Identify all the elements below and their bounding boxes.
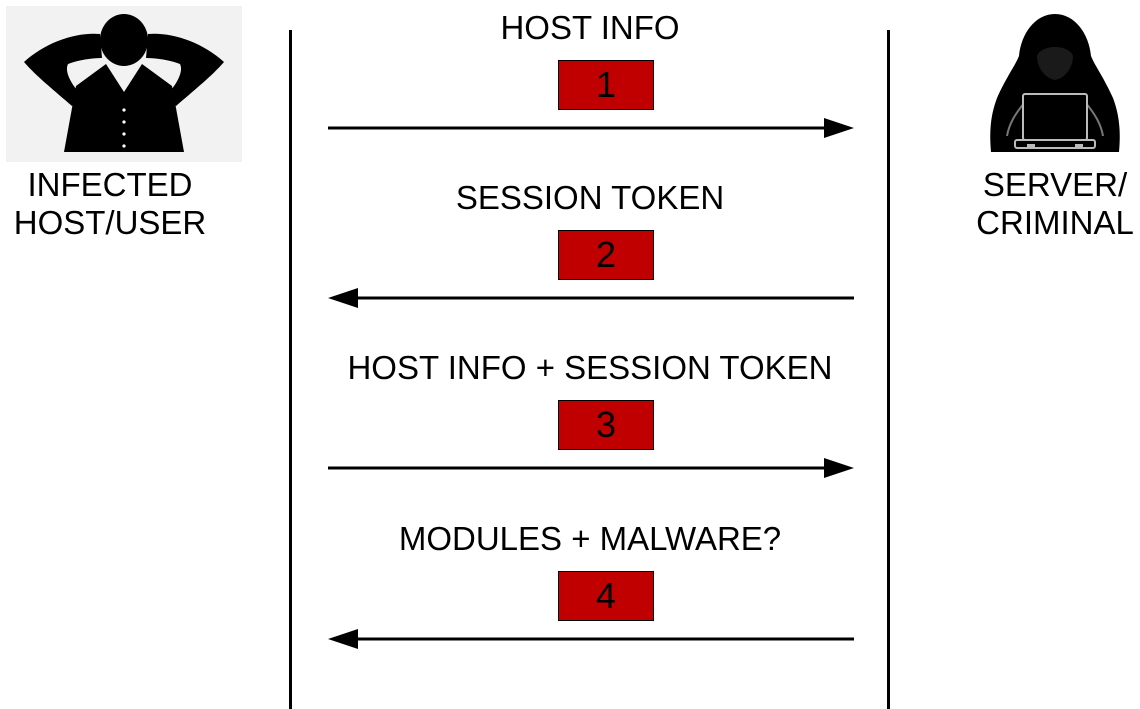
infected-host-label: INFECTED HOST/USER [0, 166, 228, 242]
server-criminal-lifeline [887, 30, 890, 709]
right-arrow-icon [328, 118, 854, 138]
step-number-box: 2 [558, 230, 654, 280]
message-session-token: SESSION TOKEN 2 [300, 178, 880, 328]
message-label: SESSION TOKEN [455, 179, 725, 216]
relaxed-person-silhouette-icon [6, 6, 242, 162]
left-arrow-icon [328, 288, 854, 308]
message-label: HOST INFO [500, 9, 680, 46]
message-host-info: HOST INFO 1 [300, 8, 880, 158]
message-label: MODULES + MALWARE? [398, 520, 782, 557]
server-criminal-label-line2: CRIMINAL [976, 204, 1134, 241]
server-criminal-label-line1: SERVER/ [982, 166, 1128, 203]
infected-host-lifeline [289, 30, 292, 709]
infected-host-actor: INFECTED HOST/USER [6, 6, 242, 242]
server-criminal-actor: SERVER/ CRIMINAL [970, 6, 1140, 242]
message-host-info-session-token: HOST INFO + SESSION TOKEN 3 [300, 348, 880, 498]
message-modules-malware: MODULES + MALWARE? 4 [300, 519, 880, 669]
hooded-hacker-laptop-icon [990, 14, 1120, 152]
infected-host-label-line1: INFECTED [27, 166, 193, 203]
step-number-box: 3 [558, 400, 654, 450]
step-number-box: 4 [558, 571, 654, 621]
right-arrow-icon [328, 458, 854, 478]
message-label: HOST INFO + SESSION TOKEN [347, 349, 833, 386]
left-arrow-icon [328, 629, 854, 649]
infected-host-label-line2: HOST/USER [13, 204, 207, 241]
step-number-box: 1 [558, 60, 654, 110]
server-criminal-label: SERVER/ CRIMINAL [970, 166, 1140, 242]
